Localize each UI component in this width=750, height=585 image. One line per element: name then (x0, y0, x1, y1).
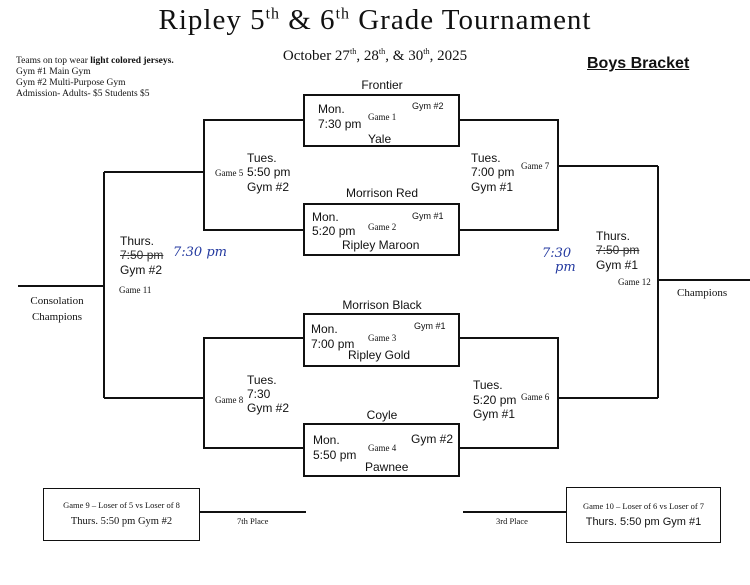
admission-note: Admission- Adults- $5 Students $5 (16, 89, 150, 99)
game3-day: Mon. (311, 322, 338, 336)
game4-box (303, 423, 460, 477)
game10-schedule: Thurs. 5:50 pm Gym #1 (585, 516, 702, 528)
game9-box (43, 488, 200, 541)
game12-day: Thurs. (596, 229, 631, 243)
game12-handwritten-time: 7:30 (542, 246, 572, 261)
game9-matchup: Game 9 – Loser of 5 vs Loser of 8 (63, 500, 180, 510)
game2-label: Game 2 (368, 222, 397, 232)
game2-box (303, 203, 460, 256)
jersey-note: Teams on top wear light colored jerseys. (16, 56, 174, 66)
game2-bottom-team: Ripley Maroon (342, 238, 420, 252)
game5-gym: Gym #2 (247, 180, 290, 194)
game2-day: Mon. (312, 210, 339, 224)
tournament-notes: Teams on top wear light colored jerseys.… (16, 56, 174, 100)
game10-matchup: Game 10 – Loser of 6 vs Loser of 7 (582, 501, 705, 511)
game11-day: Thurs. (120, 234, 155, 248)
game3-time: 7:00 pm (311, 337, 355, 351)
game1-top-team: Frontier (361, 78, 403, 92)
game5-time: 5:50 pm (247, 165, 291, 179)
game11-handwritten-time: 7:30 pm (173, 245, 227, 260)
game11-label: Game 11 (119, 285, 152, 295)
game3-box (303, 313, 460, 367)
game7-day: Tues. (471, 151, 501, 165)
game7-connector (458, 119, 559, 231)
game11-gym: Gym #2 (120, 263, 163, 277)
game4-top-team: Coyle (366, 408, 398, 422)
game4-bottom-team: Pawnee (365, 460, 409, 474)
consolation-champions: Consolation Champions (30, 295, 84, 323)
bracket-label: Boys Bracket (587, 55, 690, 72)
game6-label: Game 6 (521, 392, 550, 402)
game6-connector (458, 337, 559, 449)
game8-day: Tues. (247, 373, 277, 387)
champions-label: Champions (677, 287, 728, 299)
game3-gym: Gym #1 (414, 321, 446, 331)
game12-handwritten-pm: pm (555, 260, 576, 275)
game6-time: 5:20 pm (473, 393, 517, 407)
gym2-note: Gym #2 Multi-Purpose Gym (16, 78, 126, 88)
game5-day: Tues. (247, 151, 277, 165)
game2-time: 5:20 pm (312, 224, 356, 238)
game10-box (566, 487, 721, 543)
game8-connector (203, 337, 304, 449)
game1-bottom-team: Yale (368, 132, 392, 146)
game12-gym: Gym #1 (596, 258, 639, 272)
game2-top-team: Morrison Red (345, 186, 419, 200)
game4-label: Game 4 (368, 443, 397, 453)
game3-label: Game 3 (368, 333, 397, 343)
game2-gym: Gym #1 (412, 211, 444, 221)
game1-label: Game 1 (368, 112, 397, 122)
game8-label: Game 8 (215, 395, 244, 405)
game4-day: Mon. (313, 433, 340, 447)
game12-struck-time: 7:50 pm (596, 243, 640, 257)
game1-time: 7:30 pm (318, 117, 362, 131)
game5-connector (203, 119, 304, 231)
game3-top-team: Morrison Black (342, 298, 422, 312)
game1-day: Mon. (318, 102, 345, 116)
game1-box (303, 94, 460, 147)
game7-time: 7:00 pm (471, 165, 515, 179)
game9-schedule: Thurs. 5:50 pm Gym #2 (70, 516, 173, 527)
third-place-label: 3rd Place (496, 516, 528, 526)
game7-gym: Gym #1 (471, 180, 514, 194)
game11-struck-time: 7:50 pm (120, 248, 164, 262)
game5-label: Game 5 (215, 168, 244, 178)
seventh-place-label: 7th Place (237, 516, 269, 526)
tournament-dates: October 27th, 28th, & 30th, 2025 (282, 47, 468, 64)
game4-time: 5:50 pm (313, 448, 357, 462)
game1-gym: Gym #2 (412, 101, 444, 111)
game7-label: Game 7 (521, 161, 550, 171)
game8-gym: Gym #2 (247, 401, 290, 415)
game3-bottom-team: Ripley Gold (348, 348, 411, 362)
game4-gym: Gym #2 (411, 432, 454, 446)
gym1-note: Gym #1 Main Gym (16, 67, 91, 77)
game12-label: Game 12 (618, 277, 651, 287)
game8-time: 7:30 (247, 387, 271, 401)
game6-gym: Gym #1 (473, 407, 516, 421)
game6-day: Tues. (473, 378, 503, 392)
page-title: Ripley 5th & 6th Grade Tournament (158, 4, 592, 36)
